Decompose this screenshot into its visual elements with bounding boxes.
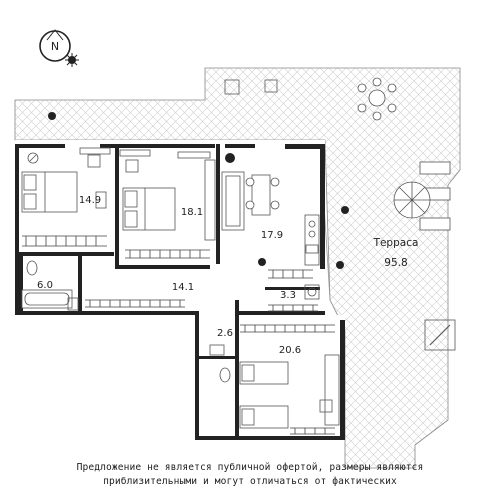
room-area-hallway: 14.1 bbox=[172, 282, 194, 293]
room-area-bedroom-1: 14.9 bbox=[79, 195, 101, 206]
room-area-kitchen-living: 17.9 bbox=[261, 230, 283, 241]
room-area-bedroom-3: 20.6 bbox=[279, 345, 301, 356]
bed-icon bbox=[122, 187, 176, 231]
bed-icon bbox=[239, 361, 289, 385]
bed-icon bbox=[21, 171, 78, 213]
radiators bbox=[22, 235, 335, 435]
table-chairs-icon bbox=[357, 77, 397, 121]
nightstand-icon bbox=[95, 191, 107, 209]
kitchen-counter-icon bbox=[304, 214, 320, 266]
terrace-name: Терраса bbox=[373, 237, 419, 249]
chair-icon bbox=[119, 149, 151, 173]
chair-icon bbox=[79, 147, 111, 168]
walls bbox=[15, 144, 345, 440]
wardrobe-icon bbox=[204, 159, 216, 241]
room-area-storage: 3.3 bbox=[280, 290, 296, 301]
washing-machine-icon bbox=[304, 284, 320, 300]
toilet-icon bbox=[219, 367, 231, 383]
room-area-bedroom-2: 18.1 bbox=[181, 207, 203, 218]
toilet-icon bbox=[26, 260, 38, 276]
room-area-bathroom: 6.0 bbox=[37, 280, 53, 291]
bbq-icon bbox=[424, 319, 456, 351]
disclaimer-line-2: приблизительными и могут отличаться от ф… bbox=[103, 476, 397, 487]
disclaimer-line-1: Предложение не является публичной оферто… bbox=[76, 462, 424, 473]
bed-icon bbox=[239, 405, 289, 429]
north-arrow-icon bbox=[46, 29, 64, 41]
terrace-area-value: 95.8 bbox=[384, 257, 407, 269]
compass-label: N bbox=[51, 40, 59, 53]
plant-icon bbox=[225, 153, 235, 163]
plant-icon bbox=[258, 258, 266, 266]
wardrobe-icon bbox=[324, 354, 340, 426]
room-area-wc: 2.6 bbox=[217, 328, 233, 339]
plant-icon bbox=[48, 112, 349, 269]
lamp-icon bbox=[27, 152, 39, 164]
compass: N bbox=[39, 29, 79, 67]
outdoor-chair-icon bbox=[224, 79, 278, 95]
sofa-icon bbox=[221, 171, 245, 231]
sink-icon bbox=[67, 297, 79, 311]
shelf-icon bbox=[177, 151, 211, 159]
umbrella-icon bbox=[393, 181, 431, 219]
sun-icon bbox=[65, 53, 79, 67]
bathtub-icon bbox=[21, 289, 73, 309]
dining-table-icon bbox=[245, 174, 280, 216]
chair-icon bbox=[319, 399, 333, 413]
sink-icon bbox=[209, 344, 225, 356]
